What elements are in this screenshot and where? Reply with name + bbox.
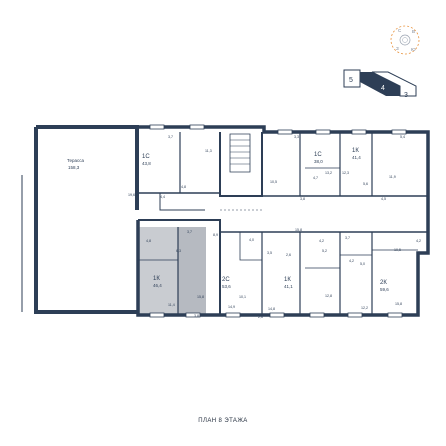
room-area: 3,3 [294,135,299,139]
terrace-area: 158,3 [68,165,80,170]
room-area: 4,4 [160,195,165,199]
apartment-area: 38,0 [314,159,323,164]
room-area: 11,3 [205,149,212,153]
apartment-type: 1К [153,276,160,282]
section-5-label: 5 [349,77,353,84]
apartment-type: 1К [284,277,291,283]
room-area: 3,5 [267,251,272,255]
room-area: 4,2 [416,239,421,243]
compass-south-label: Ю [411,47,416,52]
room-area: 4,5 [381,197,386,201]
room-area: 12,8 [325,294,332,298]
room-area: 15,8 [295,228,302,232]
apartment-labels: 1С 43,8 1С 38,0 1К 41,4 1К 46,4 2С 53,6 … [142,148,389,292]
compass-north-label: С [398,28,402,33]
room-area: 2,6 [324,313,329,317]
apartment-type: 1С [142,154,150,160]
room-area: 3,7 [187,230,192,234]
room-area: 12,3 [342,171,349,175]
room-area: 4,8 [146,239,151,243]
room-area: 12,2 [361,306,368,310]
room-area: 3,7 [168,135,173,139]
room-area: 4,2 [319,239,324,243]
room-area: 10,5 [394,248,401,252]
room-area: 19,6 [128,193,135,197]
plan-title: ПЛАН 8 ЭТАЖА [198,418,248,424]
apartment-type: 1С [314,152,322,158]
section-4-label: 4 [381,85,385,92]
room-area: 11,9 [389,175,396,179]
room-area-labels: 3,7 11,3 19,6 4,8 4,4 3,3 10,5 4,7 13,2 … [128,135,421,319]
terrace-name: Терасса [67,158,85,163]
apartment-area: 59,6 [380,287,389,292]
room-area: 10,1 [239,295,246,299]
room-area: 4,2 [349,259,354,263]
room-area: 14,8 [268,307,275,311]
section-4-shape[interactable] [360,72,400,96]
room-area: 14,9 [228,305,235,309]
compass-east-label: В [412,29,415,34]
room-area: 6,3 [176,249,181,253]
section-3-label: 3 [404,92,408,99]
room-area: 10,5 [270,180,277,184]
room-area: 3,7 [345,236,350,240]
windows [149,124,407,318]
room-area: 8,9 [213,233,218,237]
apartment-type: 2С [222,277,230,283]
room-area: 5,0 [360,262,365,266]
room-area: 5,4 [400,135,405,139]
room-area: 2,6 [258,315,263,319]
room-area: 4,7 [313,176,318,180]
room-area: 3,8 [300,197,305,201]
room-area: 15,8 [395,302,402,306]
section-3-shape [371,71,417,97]
section-key-plan: 5 4 3 [343,69,417,99]
room-area: 13,2 [325,171,332,175]
compass-west-label: З [396,46,399,51]
room-area: 4,8 [181,185,186,189]
highlighted-apartment[interactable] [138,227,206,315]
apartment-type: 1К [352,148,359,154]
apartment-area: 43,8 [142,161,151,166]
room-area: 15,8 [197,295,204,299]
room-area: 2,6 [286,253,291,257]
room-area: 5,6 [363,182,368,186]
compass: С В Ю З [390,25,420,55]
room-area: 3,8 [194,314,199,318]
room-area: 4,0 [249,238,254,242]
apartment-type: 2К [380,280,387,286]
room-area: 11,4 [168,303,175,307]
room-area: 5,2 [322,249,327,253]
apartment-area: 53,6 [222,284,231,289]
apartment-area: 41,1 [284,284,293,289]
apartment-area: 41,4 [352,155,361,160]
apartment-area: 46,4 [153,283,162,288]
